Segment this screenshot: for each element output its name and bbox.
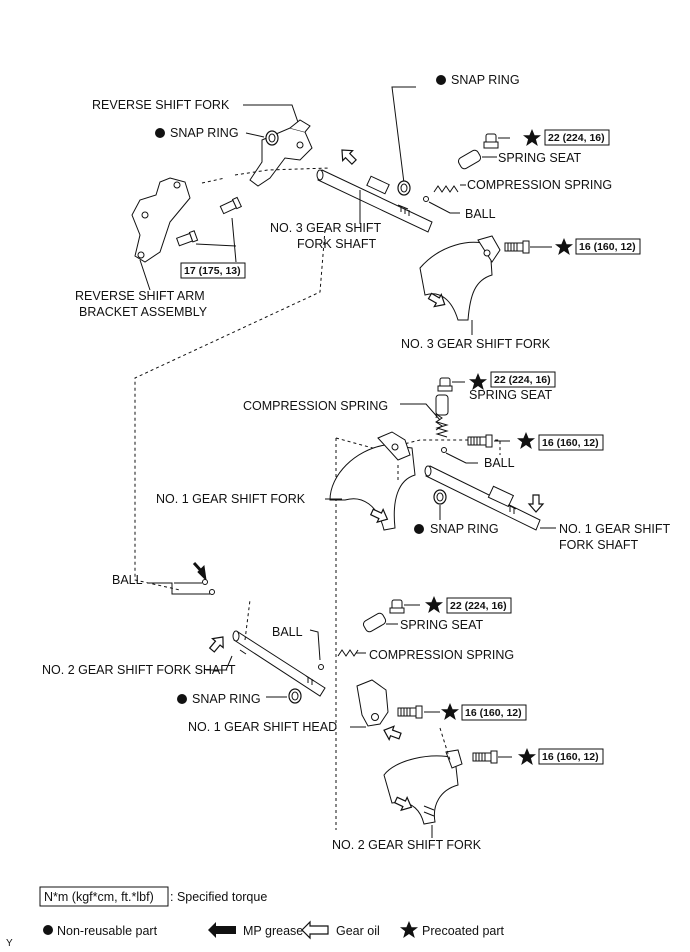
reverse-shift-arm-bracket [131,177,191,263]
snap-ring-icon [288,688,302,704]
label-no1-fork: NO. 1 GEAR SHIFT FORK [156,492,306,506]
legend-precoated: Precoated part [422,924,505,938]
label-snap-ring: SNAP RING [430,522,499,536]
torque-value: 16 (160, 12) [465,707,522,719]
label-no3-shaft: NO. 3 GEAR SHIFT [270,221,381,235]
non-reusable-dot-icon [177,694,187,704]
label-ball: BALL [484,456,515,470]
label-no3-shaft-2: FORK SHAFT [297,237,377,251]
label-no1-head: NO. 1 GEAR SHIFT HEAD [188,720,337,734]
no3-gear-shift-fork [419,235,501,321]
no2-fork-shaft [232,630,326,697]
non-reusable-dot-icon [436,75,446,85]
label-ball: BALL [112,573,143,587]
torque-value: 22 (224, 16) [494,374,551,386]
label-reverse-arm: REVERSE SHIFT ARM [75,289,205,303]
corner-mark: Y [6,938,13,949]
spring-seat [362,612,387,633]
snap-ring-icon [265,130,279,146]
no3-fork-shaft [316,169,433,233]
torque-value: 17 (175, 13) [184,265,241,277]
legend: N*m (kgf*cm, ft.*lbf) : Specified torque… [39,886,505,940]
plug-bolt [389,599,405,614]
gear-oil-arrow-icon [381,723,403,744]
plug-bolt [483,133,499,149]
label-no2-shaft: NO. 2 GEAR SHIFT FORK SHAFT [42,663,236,677]
gear-oil-arrow-icon [301,920,329,940]
label-no1-shaft-2: FORK SHAFT [559,538,639,552]
plug-bolt [437,377,453,392]
precoated-star-icon [400,921,418,938]
ball [423,196,429,202]
label-compression-spring: COMPRESSION SPRING [467,178,612,192]
label-compression-spring: COMPRESSION SPRING [243,399,388,413]
non-reusable-dot-icon [414,524,424,534]
label-spring-seat: SPRING SEAT [469,388,552,402]
label-compression-spring: COMPRESSION SPRING [369,648,514,662]
spring-seat [457,149,482,170]
snap-ring-icon [433,489,447,505]
no1-fork-shaft [424,465,541,531]
label-no3-fork: NO. 3 GEAR SHIFT FORK [401,337,551,351]
spring-seat [435,394,449,416]
mp-grease-arrow-icon [208,922,236,938]
label-spring-seat: SPRING SEAT [498,151,581,165]
non-reusable-dot-icon [43,925,53,935]
gear-oil-arrow-icon [528,494,544,513]
label-snap-ring: SNAP RING [192,692,261,706]
torque-value: 22 (224, 16) [548,132,605,144]
label-reverse-shift-fork: REVERSE SHIFT FORK [92,98,230,112]
non-reusable-dot-icon [155,128,165,138]
reverse-shift-fork [249,119,313,187]
label-reverse-arm-2: BRACKET ASSEMBLY [79,305,208,319]
no1-gear-shift-head [356,679,389,727]
torque-value: 16 (160, 12) [542,437,599,449]
ball [441,447,447,453]
no1-gear-shift-fork [329,431,416,531]
no2-gear-shift-fork [383,749,463,825]
label-snap-ring: SNAP RING [451,73,520,87]
label-snap-ring: SNAP RING [170,126,239,140]
gear-oil-arrow-icon [336,144,360,168]
torque-value: 22 (224, 16) [450,600,507,612]
label-ball: BALL [272,625,303,639]
torque-value: 16 (160, 12) [579,241,636,253]
label-no2-fork: NO. 2 GEAR SHIFT FORK [332,838,482,852]
torque-value: 16 (160, 12) [542,751,599,763]
label-spring-seat: SPRING SEAT [400,618,483,632]
legend-non-reusable: Non-reusable part [57,924,158,938]
legend-torque-unit: N*m (kgf*cm, ft.*lbf) [44,890,154,904]
gear-oil-arrow-icon [206,631,229,656]
legend-mp-grease: MP grease [243,924,303,938]
label-no1-shaft: NO. 1 GEAR SHIFT [559,522,670,536]
compression-spring [433,185,459,193]
legend-torque-desc: : Specified torque [170,890,267,904]
snap-ring-icon [397,180,411,196]
legend-gear-oil: Gear oil [336,924,380,938]
label-ball: BALL [465,207,496,221]
